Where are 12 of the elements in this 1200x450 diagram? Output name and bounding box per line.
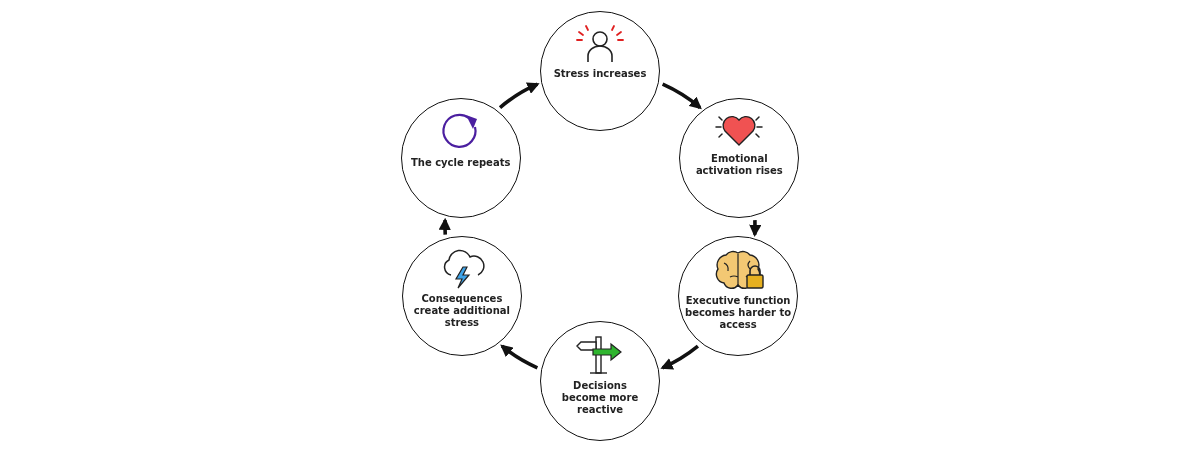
curved-arrow [749,220,762,237]
step-label: Emotional activation rises [694,153,784,178]
curved-arrow [660,344,699,370]
step-label: Executive function becomes harder to access [684,295,793,332]
curved-arrow [438,217,451,235]
curved-arrow [498,82,540,109]
curved-arrow [500,344,539,370]
curved-arrow [661,82,702,110]
step-label: Stress increases [553,68,647,80]
step-label: Consequences create additional stress [412,293,512,330]
step-label: Decisions become more reactive [560,380,640,416]
step-label: The cycle repeats [410,157,511,170]
